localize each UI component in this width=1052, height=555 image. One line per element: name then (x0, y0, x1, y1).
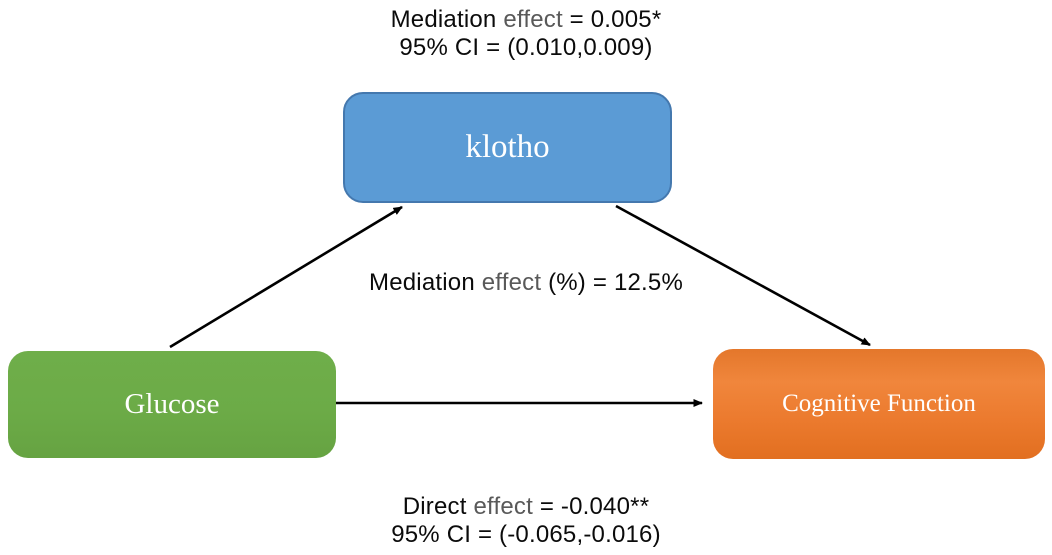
mediation-percentage-prefix: Mediation (369, 269, 482, 296)
node-glucose-label: Glucose (124, 388, 220, 420)
node-glucose: Glucose (8, 351, 336, 458)
mediation-percentage-annotation: Mediation effect (%) = 12.5% (0, 269, 1052, 297)
mediation-percentage-line: Mediation effect (%) = 12.5% (0, 269, 1052, 297)
direct-effect-annotation: Direct effect = -0.040** 95% CI = (-0.06… (0, 493, 1052, 549)
mediation-effect-word: effect (503, 6, 563, 33)
direct-effect-line: Direct effect = -0.040** (0, 493, 1052, 521)
mediation-effect-prefix: Mediation (390, 6, 504, 33)
node-cognitive-function: Cognitive Function (713, 349, 1045, 459)
mediation-percentage-word: effect (481, 269, 542, 296)
mediation-effect-line: Mediation effect = 0.005* (0, 6, 1052, 34)
node-klotho-label: klotho (465, 129, 550, 165)
node-cognitive-function-label: Cognitive Function (782, 390, 976, 417)
mediation-percentage-value: (%) = 12.5% (541, 269, 683, 296)
direct-effect-word: effect (473, 493, 533, 520)
direct-effect-prefix: Direct (402, 493, 474, 520)
node-klotho: klotho (343, 92, 672, 203)
mediation-effect-annotation: Mediation effect = 0.005* 95% CI = (0.01… (0, 6, 1052, 62)
direct-effect-value: = -0.040** (532, 493, 650, 520)
mediation-ci-line: 95% CI = (0.010,0.009) (399, 34, 653, 61)
mediation-effect-value: = 0.005* (562, 6, 662, 33)
direct-ci-line: 95% CI = (-0.065,-0.016) (391, 521, 661, 548)
